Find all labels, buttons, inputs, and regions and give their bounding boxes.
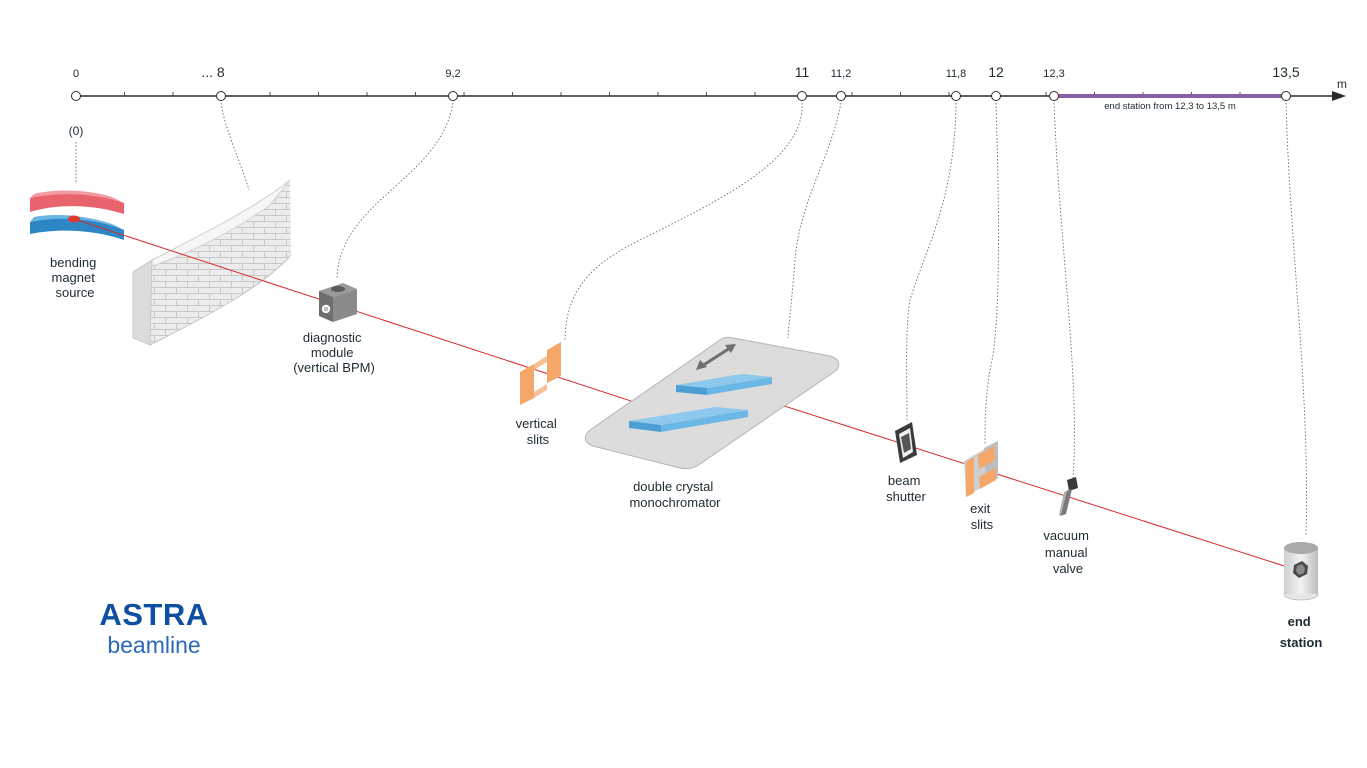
diagnostic-module-label: diagnostic module (vertical BPM) xyxy=(293,330,375,375)
axis-tick-label: 12 xyxy=(988,64,1004,80)
connector-13-5 xyxy=(1285,102,1307,536)
connector-11-8 xyxy=(906,102,957,423)
bending-magnet-icon xyxy=(30,190,124,240)
vertical-slits-icon xyxy=(520,342,561,405)
brand-title: ASTRA xyxy=(99,597,209,632)
axis-tick-marker xyxy=(448,91,458,101)
end-station-icon xyxy=(1283,542,1319,601)
connector-lines xyxy=(75,102,1307,536)
axis-tick-marker xyxy=(216,91,226,101)
axis-origin-note: (0) xyxy=(69,124,84,138)
end-station-range-label: end station from 12,3 to 13,5 m xyxy=(1104,101,1236,112)
connector-12-3 xyxy=(1053,102,1075,479)
axis-tick-label: 13,5 xyxy=(1272,64,1299,80)
distance-axis: end station from 12,3 to 13,5 m m 0 ... 8… xyxy=(69,64,1347,138)
vacuum-valve-label: vacuum manual valve xyxy=(1043,528,1092,576)
axis-tick-marker xyxy=(1281,91,1291,101)
double-arrow-icon xyxy=(696,344,736,370)
exit-slits-icon xyxy=(964,441,998,497)
component-labels: bending magnet source diagnostic module … xyxy=(50,255,1322,650)
end-station-label: end station xyxy=(1280,614,1323,650)
axis-major-ticks: 0 ... 8 9,2 11 11,2 11,8 12 12,3 13,5 xyxy=(71,64,1300,101)
vertical-slits-label: vertical slits xyxy=(516,416,561,447)
diagnostic-module-icon xyxy=(319,283,357,322)
beam-shutter-label: beam shutter xyxy=(886,473,926,504)
connector-8 xyxy=(220,102,250,191)
beam-shutter-icon xyxy=(895,422,917,463)
connector-9-2 xyxy=(336,102,454,279)
axis-tick-marker xyxy=(951,91,961,101)
axis-tick-label: 0 xyxy=(73,68,79,80)
axis-tick-label: 11 xyxy=(795,64,810,80)
connector-11 xyxy=(564,102,803,341)
axis-tick-marker xyxy=(991,91,1001,101)
vacuum-valve-icon xyxy=(1059,477,1078,516)
axis-tick-marker xyxy=(797,91,807,101)
shielding-wall xyxy=(132,179,292,346)
axis-tick-marker xyxy=(71,91,81,101)
connector-11-2 xyxy=(787,102,842,339)
axis-tick-marker xyxy=(1049,91,1059,101)
axis-tick-marker xyxy=(836,91,846,101)
axis-unit-label: m xyxy=(1337,77,1347,91)
axis-tick-label: 11,8 xyxy=(946,68,967,80)
brand-block: ASTRA beamline xyxy=(96,597,212,659)
brand-subtitle: beamline xyxy=(107,632,201,658)
exit-slits-label: exit slits xyxy=(970,501,994,532)
axis-tick-label: ... 8 xyxy=(201,64,225,80)
bending-magnet-label: bending magnet source xyxy=(50,255,100,300)
monochromator-label: double crystal monochromator xyxy=(629,479,721,510)
axis-arrow-icon xyxy=(1332,91,1346,101)
axis-tick-label: 11,2 xyxy=(831,68,852,80)
connector-12 xyxy=(984,102,999,446)
monochromator-icon xyxy=(585,336,840,470)
axis-tick-label: 12,3 xyxy=(1043,68,1064,80)
axis-tick-label: 9,2 xyxy=(445,68,460,80)
